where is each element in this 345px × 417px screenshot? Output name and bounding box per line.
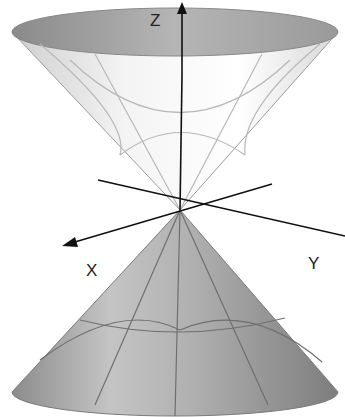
x-arrowhead [62, 237, 78, 247]
x-axis-label: X [86, 262, 97, 279]
upper-cone [12, 32, 338, 210]
coordinate-axes [68, 6, 345, 244]
z-arrowhead [177, 2, 187, 14]
upper-cone-rim [12, 8, 338, 56]
z-axis-label: Z [150, 12, 160, 29]
lower-cone [12, 210, 338, 416]
y-axis-label: Y [308, 255, 319, 272]
upper-grid-lines [40, 44, 320, 210]
lower-grid-lines [40, 210, 322, 416]
